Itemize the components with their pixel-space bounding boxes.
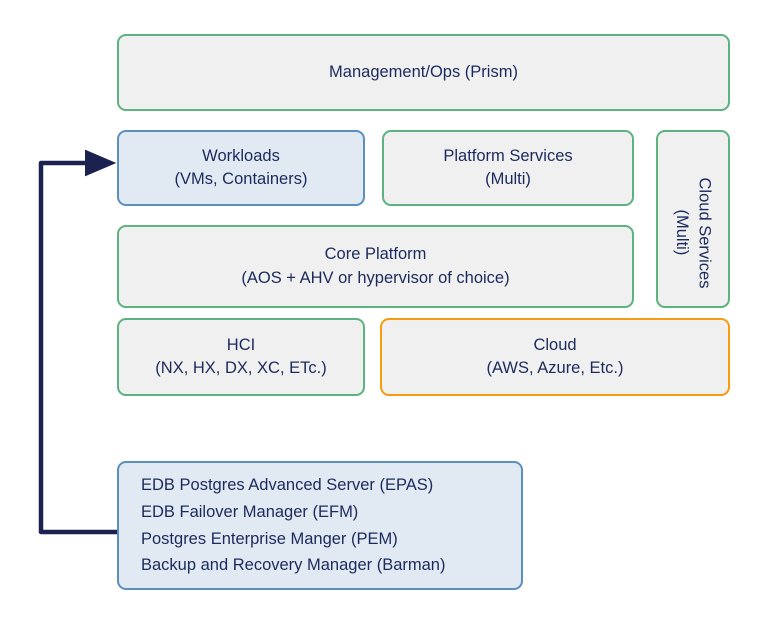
box-workloads-line-2: (VMs, Containers) (174, 170, 308, 188)
box-cloud-services-line-2: (Multi) (673, 209, 691, 256)
box-management-ops: Management/Ops (Prism) (117, 34, 730, 111)
box-edb-line-1: EDB Postgres Advanced Server (EPAS) (141, 476, 434, 495)
box-cloud-line-1: Cloud (533, 335, 577, 354)
box-edb-line-2: EDB Failover Manager (EFM) (141, 502, 359, 521)
box-cloud-services-line-1: Cloud Services (695, 177, 714, 289)
box-hci: HCI (NX, HX, DX, XC, ETc.) (117, 318, 365, 396)
box-cloud-line-2: (AWS, Azure, Etc.) (486, 359, 624, 377)
box-management-ops-line-1: Management/Ops (Prism) (329, 62, 518, 81)
box-hci-line-2: (NX, HX, DX, XC, ETc.) (155, 359, 327, 377)
box-workloads: Workloads (VMs, Containers) (117, 130, 365, 206)
box-cloud: Cloud (AWS, Azure, Etc.) (380, 318, 730, 396)
box-workloads-line-1: Workloads (202, 146, 280, 165)
box-platform-services-line-2: (Multi) (485, 170, 531, 188)
box-platform-services: Platform Services (Multi) (382, 130, 634, 206)
box-edb-line-4: Backup and Recovery Manager (Barman) (141, 556, 446, 575)
box-cloud-services: Cloud Services (Multi) (656, 130, 730, 308)
box-edb-components: EDB Postgres Advanced Server (EPAS) EDB … (117, 461, 523, 590)
box-core-platform-line-1: Core Platform (324, 245, 427, 264)
box-core-platform: Core Platform (AOS + AHV or hypervisor o… (117, 225, 634, 308)
box-core-platform-line-2: (AOS + AHV or hypervisor of choice) (241, 268, 510, 287)
box-platform-services-line-1: Platform Services (443, 146, 573, 165)
box-hci-line-1: HCI (226, 335, 256, 354)
box-edb-line-3: Postgres Enterprise Manger (PEM) (141, 529, 398, 548)
